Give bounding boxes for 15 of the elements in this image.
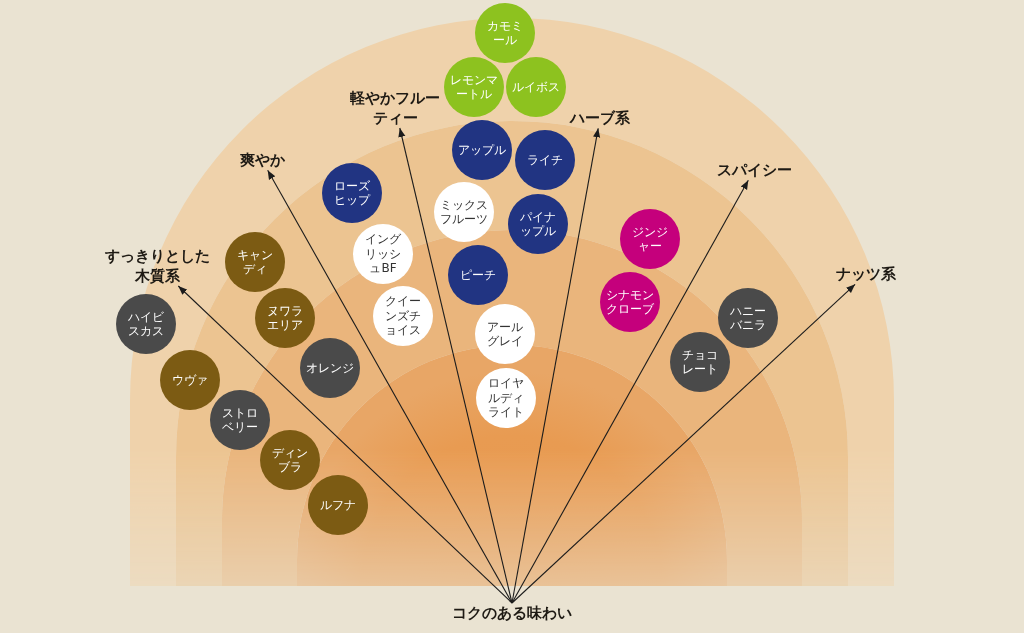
flavor-circle: ハイビスカス: [116, 294, 176, 354]
direction-label: ハーブ系: [570, 108, 630, 129]
direction-label: ナッツ系: [836, 264, 896, 285]
arrow: [511, 179, 749, 604]
direction-label: 軽やかフルーティー: [347, 87, 443, 128]
arrow: [177, 285, 513, 604]
arrow: [267, 169, 513, 604]
direction-label: すっきりとした木質系: [101, 245, 213, 286]
direction-label: 爽やか: [239, 150, 285, 171]
origin-label: コクのある味わい: [452, 603, 572, 624]
arrow: [398, 127, 513, 604]
direction-label: スパイシー: [716, 160, 792, 181]
flavor-circle: カモミール: [475, 3, 535, 63]
arrow: [511, 283, 856, 604]
arrow: [511, 127, 601, 604]
